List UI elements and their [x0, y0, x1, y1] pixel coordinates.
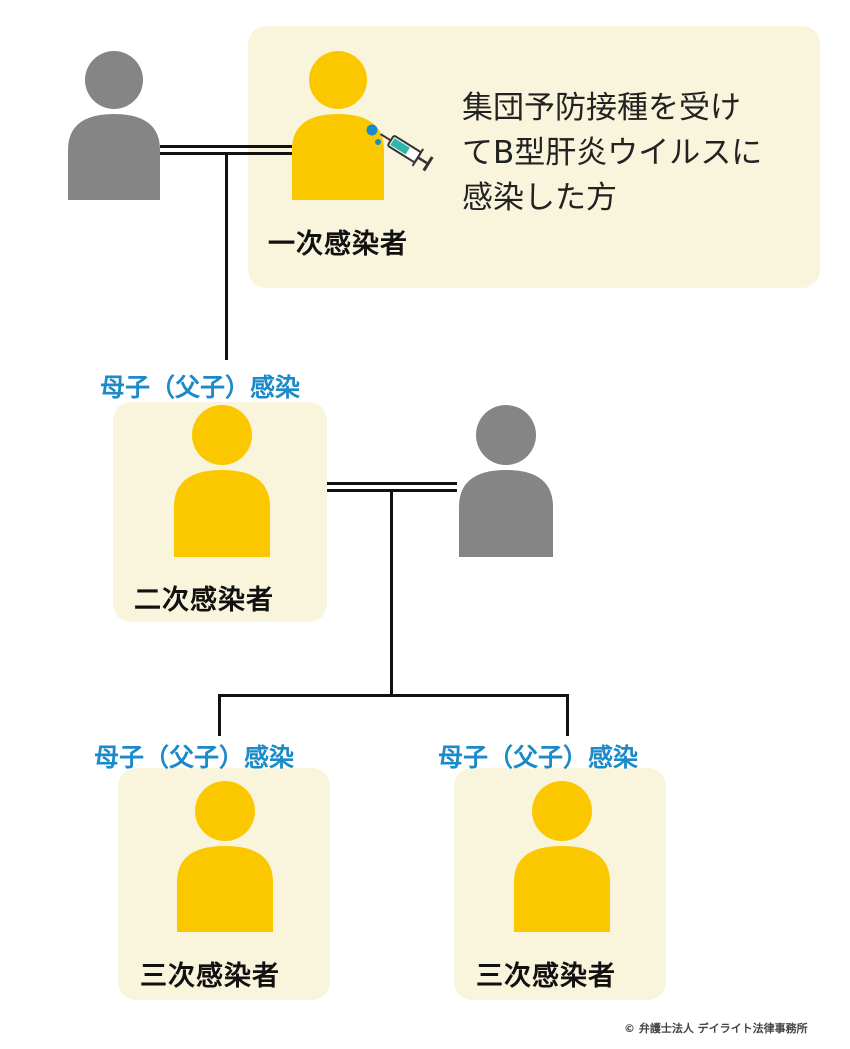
- descent-line-mid: [390, 492, 393, 696]
- primary-infected-description: 集団予防接種を受け てB型肝炎ウイルスに 感染した方: [462, 86, 762, 221]
- sibling-bar: [218, 694, 569, 697]
- tertiary-infected-person-icon-right: [514, 781, 610, 932]
- uninfected-partner-mid-icon: [459, 405, 553, 557]
- couple-line-mid-2: [327, 489, 457, 492]
- tertiary-infected-person-icon-left: [177, 781, 273, 932]
- descent-line-top: [225, 155, 228, 360]
- child-drop-left: [218, 694, 221, 736]
- copyright-notice: © 弁護士法人 デイライト法律事務所: [624, 1022, 808, 1035]
- description-line-3: 感染した方: [462, 180, 617, 216]
- child-drop-right: [566, 694, 569, 736]
- tertiary-transmission-label-right: 母子（父子）感染: [438, 743, 639, 772]
- primary-infected-label: 一次感染者: [268, 229, 408, 260]
- couple-line-top-2: [160, 152, 292, 155]
- secondary-infected-person-icon: [174, 405, 270, 557]
- tertiary-infected-label-right: 三次感染者: [476, 961, 616, 992]
- secondary-transmission-label: 母子（父子）感染: [100, 373, 301, 402]
- description-line-1: 集団予防接種を受け: [462, 90, 741, 126]
- couple-line-mid-1: [327, 482, 457, 485]
- syringe-icon: [366, 124, 434, 172]
- description-line-2: てB型肝炎ウイルスに: [462, 135, 763, 171]
- uninfected-partner-top-icon: [68, 51, 160, 200]
- primary-infected-person-icon: [292, 51, 384, 200]
- secondary-infected-label: 二次感染者: [134, 585, 274, 616]
- couple-line-top-1: [160, 145, 292, 148]
- tertiary-infected-label-left: 三次感染者: [140, 961, 280, 992]
- tertiary-transmission-label-left: 母子（父子）感染: [94, 743, 295, 772]
